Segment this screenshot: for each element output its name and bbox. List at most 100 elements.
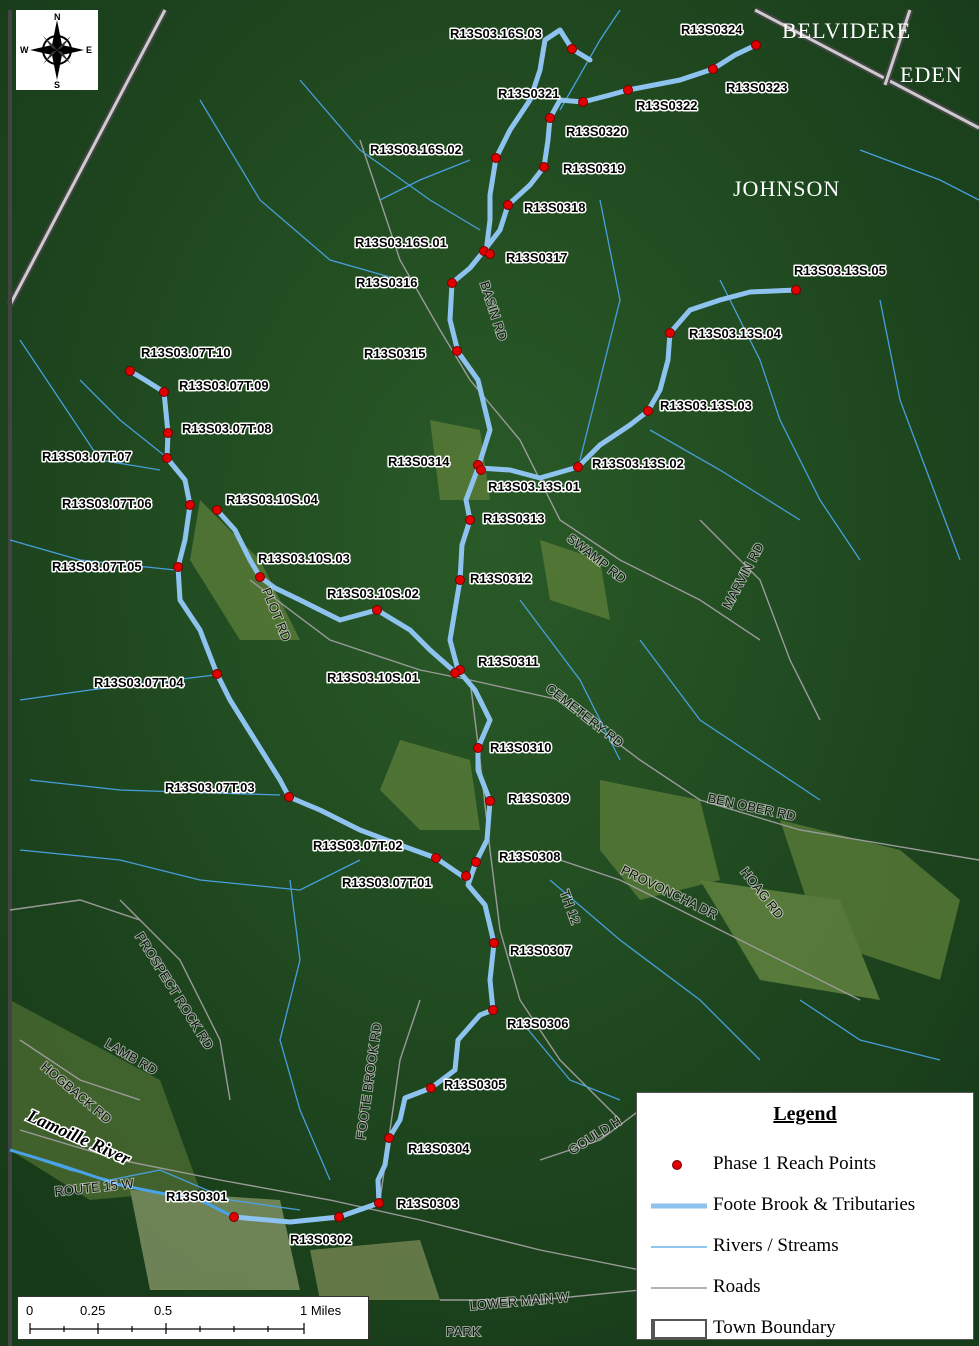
reach-point[interactable]: R13S0321 <box>497 85 588 107</box>
reach-point-label: R13S0314 <box>388 454 450 469</box>
road-label: PARK <box>446 1324 481 1339</box>
legend-item-streams: Rivers / Streams <box>637 1231 973 1261</box>
reach-point-label: R13S0307 <box>510 943 571 958</box>
reach-point-marker <box>473 743 483 753</box>
reach-point[interactable]: R13S0309 <box>485 790 571 808</box>
reach-point[interactable]: R13S0310 <box>473 739 553 757</box>
reach-point[interactable]: R13S03.07T.08 <box>163 420 273 438</box>
thick-line-icon <box>651 1203 707 1209</box>
reach-point-label: R13S03.13S.01 <box>488 479 580 494</box>
reach-point-marker <box>485 249 495 259</box>
reach-point[interactable]: R13S03.07T.02 <box>312 837 441 863</box>
reach-point[interactable]: R13S03.10S.03 <box>255 550 351 582</box>
reach-point-marker <box>452 346 462 356</box>
reach-point[interactable]: R13S0301 <box>165 1188 239 1222</box>
reach-point-marker <box>503 200 513 210</box>
reach-point-label: R13S03.07T.03 <box>165 780 255 795</box>
reach-point[interactable]: R13S03.07T.09 <box>159 377 270 397</box>
reach-point-marker <box>447 278 457 288</box>
legend-title: Legend <box>773 1103 837 1125</box>
reach-point-marker <box>471 857 481 867</box>
reach-point-label: R13S0319 <box>563 161 624 176</box>
reach-point[interactable]: R13S0324 <box>680 21 761 50</box>
reach-point-label: R13S0324 <box>681 22 743 37</box>
reach-point[interactable]: R13S03.10S.01 <box>326 668 460 687</box>
boundary-box-icon <box>651 1319 707 1339</box>
reach-point-label: R13S0316 <box>356 275 417 290</box>
reach-point[interactable]: R13S03.16S.02 <box>369 141 501 163</box>
reach-point-label: R13S0320 <box>566 124 627 139</box>
reach-point[interactable]: R13S0307 <box>489 938 573 960</box>
rivers-streams <box>9 9 979 1211</box>
reach-point-marker <box>791 285 801 295</box>
reach-point-marker <box>450 668 460 678</box>
reach-point[interactable]: R13S03.13S.05 <box>791 262 887 295</box>
thin-blue-line-icon <box>651 1246 707 1248</box>
reach-point[interactable]: R13S03.13S.03 <box>643 397 753 416</box>
reach-point-marker <box>491 153 501 163</box>
reach-point[interactable]: R13S03.10S.04 <box>212 491 320 515</box>
reach-point[interactable]: R13S03.16S.03 <box>449 25 577 54</box>
reach-point[interactable]: R13S03.07T.04 <box>93 669 222 692</box>
reach-point-label: R13S0321 <box>498 86 559 101</box>
scale-tick-label: 1 Miles <box>300 1303 342 1318</box>
reach-point[interactable]: R13S0312 <box>455 570 533 588</box>
reach-point-marker <box>488 1005 498 1015</box>
gray-line-icon <box>651 1287 707 1289</box>
reach-point[interactable]: R13S0305 <box>426 1076 507 1094</box>
reach-point[interactable]: R13S03.07T.01 <box>341 871 471 892</box>
reach-point-label: R13S0305 <box>444 1077 505 1092</box>
reach-point[interactable]: R13S0319 <box>539 160 626 178</box>
reach-point[interactable]: R13S0315 <box>363 345 462 363</box>
reach-point[interactable]: R13S03.13S.02 <box>573 455 685 473</box>
reach-point-marker <box>384 1133 394 1143</box>
reach-point-label: R13S0322 <box>636 98 697 113</box>
town-label-johnson: JOHNSON <box>733 176 840 201</box>
reach-point-marker <box>461 871 471 881</box>
legend-label: Rivers / Streams <box>713 1235 839 1256</box>
reach-point-marker <box>539 162 549 172</box>
reach-point[interactable]: R13S03.07T.10 <box>125 344 232 376</box>
reach-point[interactable]: R13S03.07T.05 <box>51 558 183 576</box>
reach-point-marker <box>665 328 675 338</box>
reach-point[interactable]: R13S03.13S.01 <box>476 465 581 496</box>
reach-point-marker <box>485 796 495 806</box>
reach-point-marker <box>476 465 486 475</box>
reach-point[interactable]: R13S0311 <box>455 653 540 675</box>
reach-point[interactable]: R13S0303 <box>374 1195 460 1213</box>
reach-point-label: R13S0309 <box>508 791 569 806</box>
reach-point-label: R13S0302 <box>290 1232 351 1247</box>
reach-point[interactable]: R13S03.07T.03 <box>164 779 294 802</box>
reach-point[interactable]: R13S0323 <box>708 64 789 97</box>
reach-point[interactable]: R13S0313 <box>465 510 546 528</box>
reach-point[interactable]: R13S03.10S.02 <box>326 585 420 615</box>
lamoille-river <box>9 1148 231 1217</box>
reach-point[interactable]: R13S03.13S.04 <box>665 325 783 343</box>
reach-point[interactable]: R13S0308 <box>471 848 562 867</box>
reach-point[interactable]: R13S03.07T.07 <box>41 448 172 466</box>
reach-point[interactable]: R13S0322 <box>623 85 699 115</box>
reach-point-label: R13S03.13S.03 <box>660 398 752 413</box>
north-arrow: N S E W <box>16 10 98 90</box>
reach-point[interactable]: R13S0320 <box>545 113 629 141</box>
scale-ruler <box>29 1323 305 1334</box>
reach-point[interactable]: R13S0314 <box>387 453 483 471</box>
reach-point[interactable]: R13S0306 <box>488 1005 570 1033</box>
reach-point-marker <box>708 64 718 74</box>
reach-point-label: R13S03.16S.02 <box>370 142 462 157</box>
reach-point-marker <box>255 572 265 582</box>
reach-point-label: R13S03.07T.07 <box>42 449 132 464</box>
reach-point-label: R13S0306 <box>507 1016 568 1031</box>
reach-point[interactable]: R13S0317 <box>485 249 569 267</box>
compass-s: S <box>54 80 60 90</box>
reach-point[interactable]: R13S0304 <box>384 1133 472 1158</box>
reach-point[interactable]: R13S0302 <box>289 1212 353 1249</box>
reach-point-label: R13S03.07T.02 <box>313 838 403 853</box>
reach-point[interactable]: R13S03.16S.01 <box>354 234 489 256</box>
reach-point[interactable]: R13S0318 <box>503 199 587 217</box>
reach-point-marker <box>455 575 465 585</box>
reach-point[interactable]: R13S0316 <box>355 274 457 292</box>
reach-point[interactable]: R13S03.07T.06 <box>61 495 195 513</box>
scale-tick-label: 0 <box>26 1303 34 1318</box>
